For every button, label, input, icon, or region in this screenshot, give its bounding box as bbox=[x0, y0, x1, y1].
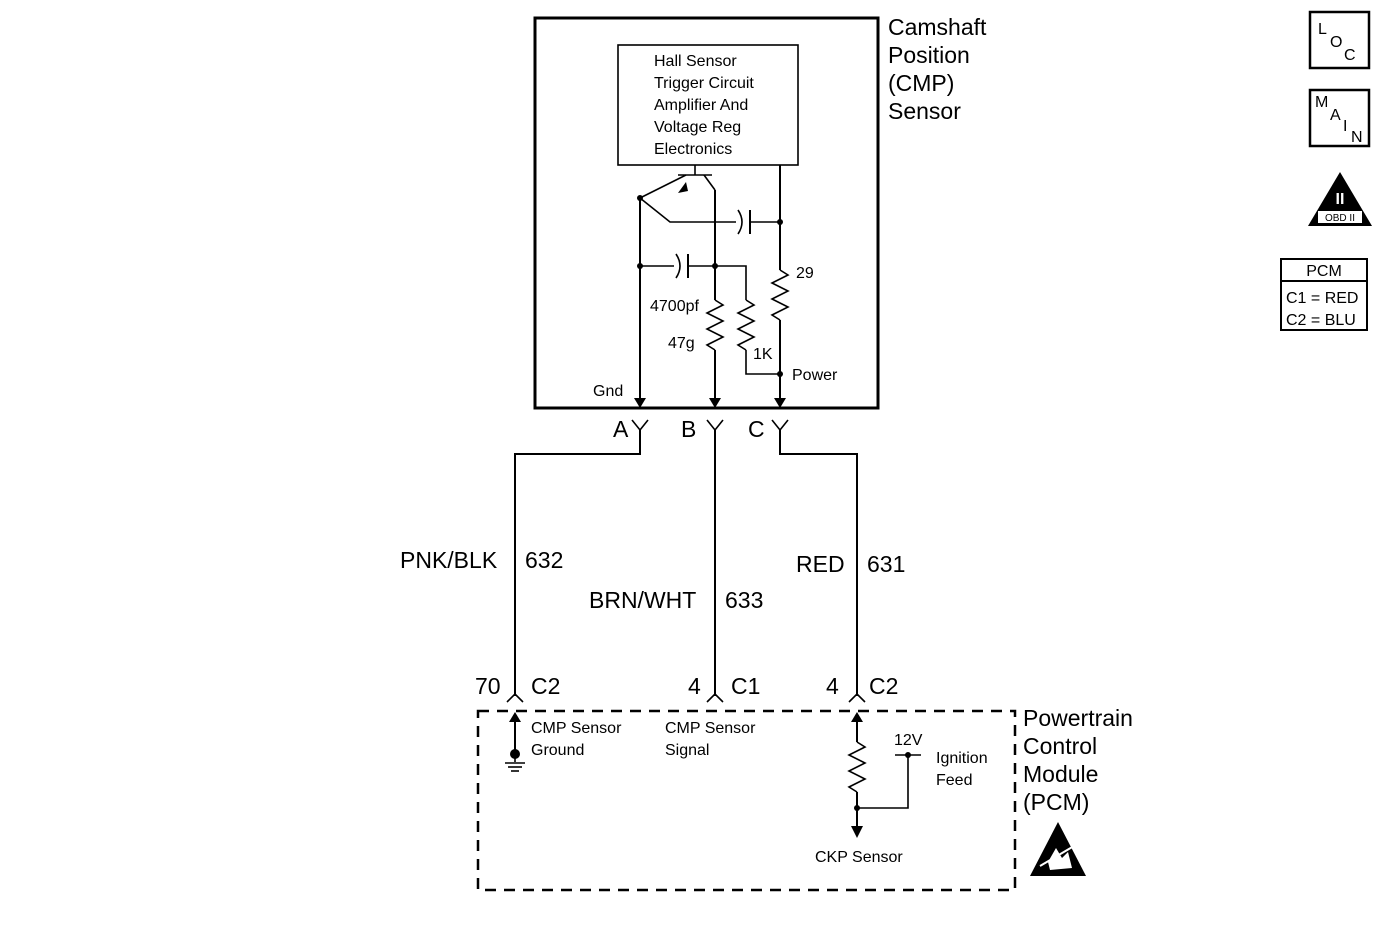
pcm-title-line-1: Powertrain bbox=[1023, 705, 1133, 731]
obd-roman: II bbox=[1336, 191, 1345, 208]
main-letter-n: N bbox=[1351, 129, 1363, 146]
loc-icon: L O C bbox=[1308, 10, 1371, 70]
electronics-line-2: Trigger Circuit bbox=[654, 75, 754, 92]
wire-633-number: 633 bbox=[725, 587, 763, 613]
main-letter-m: M bbox=[1315, 94, 1328, 111]
pcm-title-line-2: Control bbox=[1023, 733, 1097, 759]
ignition-feed-label-2: Feed bbox=[936, 772, 972, 789]
main-icon: M A I N bbox=[1308, 88, 1371, 148]
upper-cap-curved-plate bbox=[737, 209, 743, 235]
cmp-sensor-title: Camshaft Position (CMP) Sensor bbox=[888, 14, 987, 124]
ckp-sensor-label: CKP Sensor bbox=[815, 849, 903, 866]
transistor-arrow bbox=[678, 182, 688, 193]
resistor-1k-label: 1K bbox=[753, 346, 773, 363]
cmp-ground-label-1: CMP Sensor bbox=[531, 720, 622, 737]
cmp-sensor-box bbox=[533, 16, 880, 410]
pcm-pullup-resistor bbox=[847, 741, 867, 793]
loc-letter-o: O bbox=[1330, 34, 1342, 51]
resistor-47 bbox=[705, 299, 725, 351]
wire-631-number: 631 bbox=[867, 551, 905, 577]
pcm-power-circuit bbox=[847, 712, 921, 838]
resistor-29 bbox=[770, 269, 790, 321]
transistor-collector bbox=[703, 174, 716, 191]
pcm-conn-right: C2 bbox=[869, 673, 898, 699]
ignition-feed-label-1: Ignition bbox=[936, 750, 988, 767]
pcm-conn-left: C2 bbox=[531, 673, 560, 699]
electronics-line-4: Voltage Reg bbox=[654, 119, 741, 136]
pin-a-label: A bbox=[613, 416, 629, 442]
cap4700-curved-plate bbox=[675, 253, 681, 279]
electronics-line-5: Electronics bbox=[654, 141, 732, 158]
wire-631-red bbox=[779, 430, 858, 696]
pcm-conn-mid: C1 bbox=[731, 673, 760, 699]
obd-text: OBD II bbox=[1325, 213, 1355, 224]
cmp-ground-label-2: Ground bbox=[531, 742, 584, 759]
obd-ii-icon: II OBD II bbox=[1308, 172, 1372, 226]
pin-b-label: B bbox=[681, 416, 696, 442]
pcm-pin-4-mid: 4 bbox=[688, 673, 701, 699]
electronics-line-1: Hall Sensor bbox=[654, 53, 737, 70]
cmp-signal-label-1: CMP Sensor bbox=[665, 720, 756, 737]
cmp-title-line-4: Sensor bbox=[888, 98, 961, 124]
pcm-pin-70: 70 bbox=[475, 673, 501, 699]
main-letter-i: I bbox=[1343, 118, 1347, 135]
pcm-legend-c2: C2 = BLU bbox=[1286, 312, 1356, 329]
electronics-line-3: Amplifier And bbox=[654, 97, 748, 114]
pcm-connector-pins bbox=[506, 692, 866, 703]
pcm-title-line-3: Module bbox=[1023, 761, 1098, 787]
resistor-1k-lead-bottom bbox=[745, 350, 780, 375]
pcm-title-line-4: (PCM) bbox=[1023, 789, 1089, 815]
pin-c-label: C bbox=[748, 416, 765, 442]
cmp-title-line-1: Camshaft bbox=[888, 14, 987, 40]
pcm-ground-circuit bbox=[505, 712, 525, 772]
cmp-title-line-2: Position bbox=[888, 42, 970, 68]
main-letter-a: A bbox=[1330, 107, 1341, 124]
loc-letter-c: C bbox=[1344, 47, 1356, 64]
sensor-internal-circuit bbox=[634, 165, 790, 408]
pcm-pin-4-right: 4 bbox=[826, 673, 839, 699]
resistor-47-label: 47g bbox=[668, 335, 695, 352]
electronics-box-label: Hall Sensor Trigger Circuit Amplifier An… bbox=[654, 53, 754, 158]
wire-632-pnk-blk bbox=[514, 430, 641, 696]
loc-letter-l: L bbox=[1318, 21, 1327, 38]
wire-631-color: RED bbox=[796, 551, 845, 577]
voltage-12v-label: 12V bbox=[894, 732, 923, 749]
pcm-legend-c1: C1 = RED bbox=[1286, 290, 1358, 307]
pcm-box bbox=[476, 709, 1017, 892]
wire-633-color: BRN/WHT bbox=[589, 587, 696, 613]
power-label: Power bbox=[792, 367, 838, 384]
resistor-1k-lead-top bbox=[715, 265, 747, 300]
pcm-title: Powertrain Control Module (PCM) bbox=[1023, 705, 1133, 815]
cap-4700pf-label: 4700pf bbox=[650, 298, 699, 315]
cmp-title-line-3: (CMP) bbox=[888, 70, 954, 96]
electronics-box bbox=[617, 44, 799, 166]
resistor-1k bbox=[736, 299, 756, 351]
wire-632-number: 632 bbox=[525, 547, 563, 573]
pcm-legend-header: PCM bbox=[1306, 263, 1342, 280]
pcm-connector-legend: PCM C1 = RED C2 = BLU bbox=[1280, 258, 1368, 331]
wire-632-color: PNK/BLK bbox=[400, 547, 498, 573]
cmp-signal-label-2: Signal bbox=[665, 742, 709, 759]
resistor-29-label: 29 bbox=[796, 265, 814, 282]
transistor-emitter bbox=[639, 174, 687, 199]
esd-warning-icon bbox=[1030, 822, 1086, 876]
gnd-label: Gnd bbox=[593, 383, 623, 400]
upper-cap-lead-left bbox=[639, 197, 736, 223]
